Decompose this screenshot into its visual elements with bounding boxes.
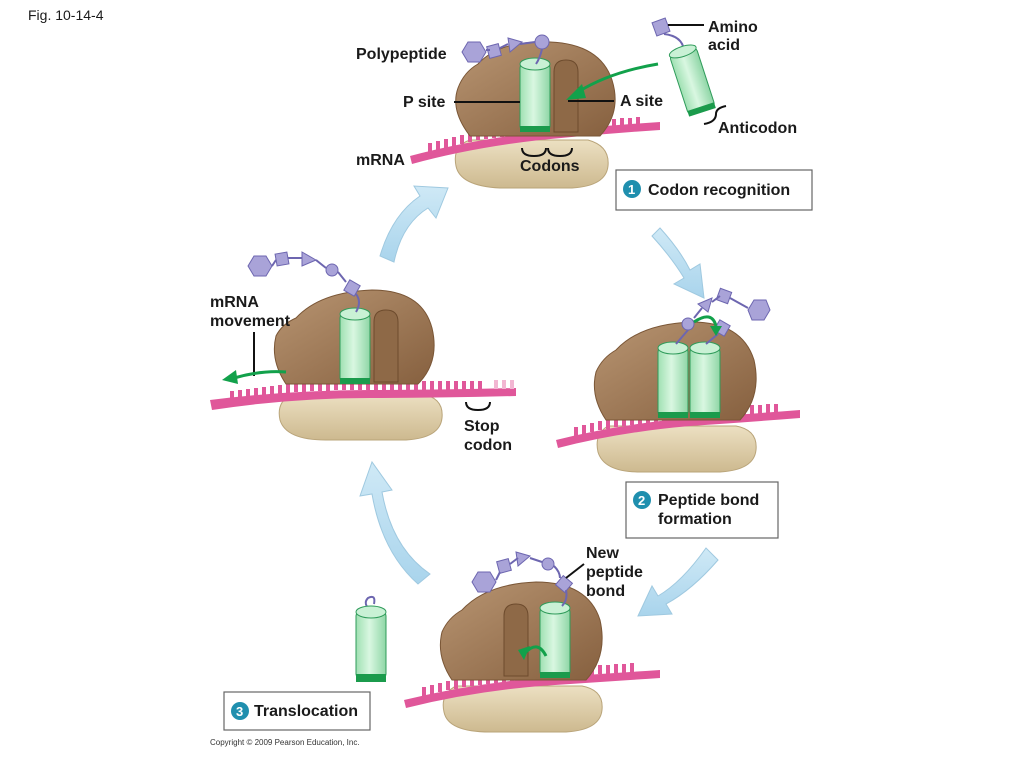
mrna-strand [404, 670, 660, 708]
trna-p-site [519, 57, 551, 132]
codon-teeth [230, 380, 514, 400]
transfer-arrow [693, 315, 718, 327]
label-p-site: P site [403, 94, 446, 111]
copyright: Copyright © 2009 Pearson Education, Inc. [210, 738, 360, 747]
polypeptide-chain [675, 287, 771, 345]
a-site-channel [373, 309, 399, 383]
step-3-box: 3 Translocation [223, 691, 371, 731]
released-trna [355, 595, 387, 682]
bracket-anticodon [703, 105, 727, 125]
trna-a-site [539, 601, 571, 678]
arrival-arrow [577, 62, 659, 94]
incoming-trna [651, 17, 716, 117]
bracket-stop-codon [465, 401, 491, 412]
polypeptide-chain [461, 34, 550, 65]
polypeptide-chain [471, 551, 574, 607]
small-subunit [278, 393, 443, 441]
label-polypeptide: Polypeptide [356, 46, 447, 63]
label-a-site: A site [620, 93, 663, 110]
ribosome-right [556, 287, 800, 473]
transfer-arrowhead [710, 326, 722, 336]
step-1-number: 1 [628, 182, 635, 197]
mrna-strand [210, 388, 516, 410]
label-mrna-movement-2: movement [210, 313, 291, 330]
polypeptide-chain [247, 251, 361, 313]
cycle-arrow-to-step1 [379, 185, 449, 263]
step-2-number: 2 [638, 493, 645, 508]
ribosome-top [410, 34, 660, 189]
step-3-title: Translocation [254, 703, 358, 720]
label-new-1: New [586, 545, 619, 562]
trna-p-site [339, 307, 371, 384]
label-codons: Codons [520, 158, 580, 175]
small-subunit [442, 685, 603, 733]
step-1-title: Codon recognition [648, 182, 790, 199]
cycle-arrow-to-step4 [359, 460, 431, 585]
label-mrna-movement-1: mRNA [210, 294, 259, 311]
label-anticodon: Anticodon [718, 120, 797, 137]
cycle-arrow-to-step3 [637, 547, 719, 617]
step-1-box: 1 Codon recognition [615, 169, 813, 211]
ribosome-bottom [404, 551, 660, 733]
label-mrna: mRNA [356, 152, 405, 169]
trna-p-site [657, 341, 689, 418]
figure-label: Fig. 10-14-4 [28, 7, 104, 23]
translocation-arrowhead [518, 646, 530, 660]
step-3-number: 3 [236, 704, 243, 719]
mrna-movement-arrowhead [222, 370, 238, 384]
bracket-codons [521, 147, 573, 158]
label-stop-2: codon [464, 437, 512, 454]
mrna-movement-arrow [233, 370, 287, 380]
arrival-arrowhead [566, 84, 586, 100]
a-site-channel [553, 59, 579, 133]
step-2-title-2: formation [658, 511, 732, 528]
label-new-3: bond [586, 583, 625, 600]
step-2-box: 2 Peptide bond formation [625, 481, 779, 539]
label-stop-1: Stop [464, 418, 500, 435]
leader-new-peptide-bond [565, 563, 585, 579]
cycle-arrow-to-step2 [651, 227, 705, 299]
label-amino-acid-1: Amino [708, 19, 758, 36]
p-site-channel [503, 603, 529, 677]
ribosome-left [210, 251, 516, 441]
trna-a-site [689, 341, 721, 418]
label-new-2: peptide [586, 564, 643, 581]
label-amino-acid-2: acid [708, 37, 740, 54]
small-subunit [596, 425, 757, 473]
step-2-title-1: Peptide bond [658, 492, 759, 509]
